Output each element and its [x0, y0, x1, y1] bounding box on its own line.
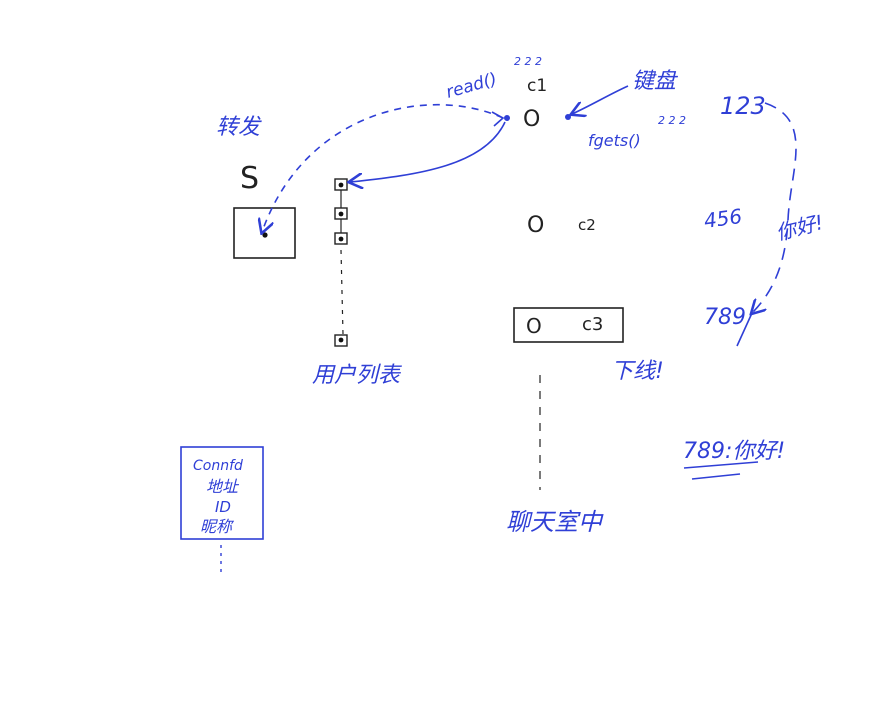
client1-circle: O: [523, 107, 540, 132]
msg-456: 456: [702, 204, 743, 233]
client1-label: c1: [527, 76, 547, 96]
client1-read-dot: [504, 115, 510, 121]
forward-dashed-arc: [262, 103, 504, 232]
broadcast-underline: [683, 461, 759, 469]
user-list: [334, 178, 348, 347]
client3-label: c3: [582, 314, 603, 335]
forward-label: 转发: [216, 115, 262, 140]
msg-789: 789: [704, 305, 746, 330]
client-to-list-arc: [350, 121, 506, 182]
record-field-nickname: 昵称: [200, 517, 235, 536]
read-arrowhead-icon: [491, 111, 505, 127]
list-node-dot: [338, 337, 344, 343]
message-flow-tail: [736, 312, 753, 347]
user-record-box: [180, 446, 264, 540]
read-superscript: 2 2 2: [514, 55, 542, 68]
record-field-connfd: Connfd: [193, 458, 243, 474]
server-box: [233, 207, 296, 259]
list-dashed-link: [340, 249, 344, 335]
offline-label: 下线!: [611, 359, 664, 384]
client2-circle: O: [527, 213, 544, 238]
client3-box: [513, 307, 624, 343]
list-node-dot: [338, 236, 344, 242]
keyboard-label: 键盘: [632, 69, 679, 94]
client2-label: c2: [578, 216, 596, 234]
record-field-address: 地址: [206, 477, 240, 496]
client3-circle: O: [526, 314, 542, 338]
read-call-label: read(): [444, 69, 499, 103]
msg-hello: 你好!: [773, 210, 825, 245]
fgets-superscript: 2 2 2: [658, 114, 686, 127]
list-node-dot: [338, 211, 344, 217]
client1-fgets-dot: [565, 114, 571, 120]
server-label: S: [240, 161, 259, 196]
server-socket-dot: [262, 232, 268, 238]
in-chatroom-label: 聊天室中: [506, 508, 604, 536]
list-node-dot: [338, 182, 344, 188]
fgets-call-label: fgets(): [588, 131, 641, 150]
record-field-id: ID: [215, 498, 231, 516]
message-flow-dashed-arrow: [752, 102, 797, 313]
user-list-label: 用户列表: [312, 363, 402, 388]
keyboard-arrow: [572, 85, 629, 114]
list-node: [334, 334, 348, 347]
broadcast-message: 789:你好!: [683, 439, 785, 464]
msg-123: 123: [720, 92, 766, 120]
broadcast-underline: [691, 473, 741, 480]
